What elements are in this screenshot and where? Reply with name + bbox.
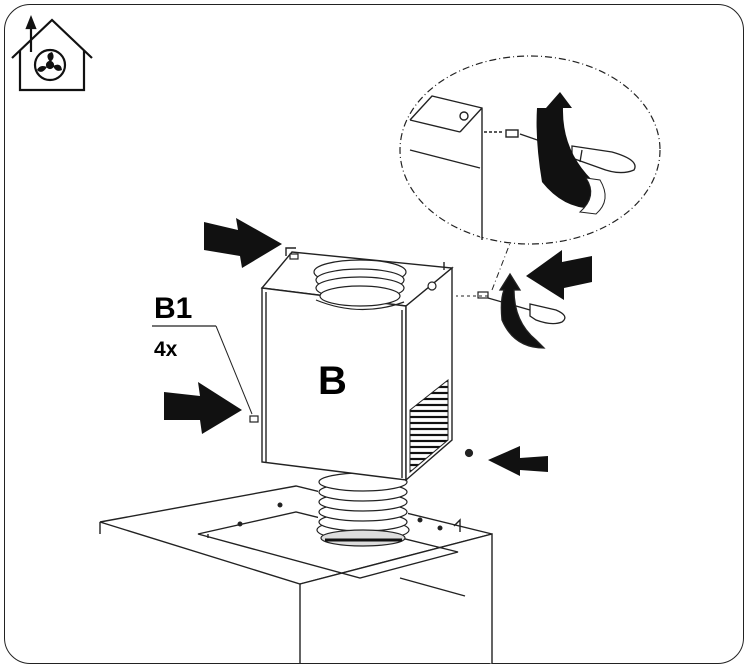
house-ventilation-icon <box>11 15 93 92</box>
screw-b1 <box>249 253 489 458</box>
detail-callout <box>399 55 661 245</box>
arrow-right-lower <box>488 446 548 476</box>
pointer-arrows <box>164 218 592 476</box>
part-b-label: B <box>318 359 347 403</box>
detail-leader <box>491 237 513 291</box>
box-bracket-hole <box>427 281 437 291</box>
arrow-left <box>164 382 242 434</box>
vent-slots <box>409 378 449 474</box>
arrow-top-left <box>204 218 282 268</box>
screw-id-label: B1 <box>154 292 192 325</box>
quantity-label: 4x <box>154 338 178 361</box>
flexible-duct-lower <box>316 470 410 547</box>
screwdriver-tool <box>487 272 566 349</box>
hood-body <box>99 485 493 664</box>
label-leader <box>215 325 253 415</box>
arrow-right-upper <box>526 250 592 300</box>
flexible-duct-upper <box>313 259 407 311</box>
